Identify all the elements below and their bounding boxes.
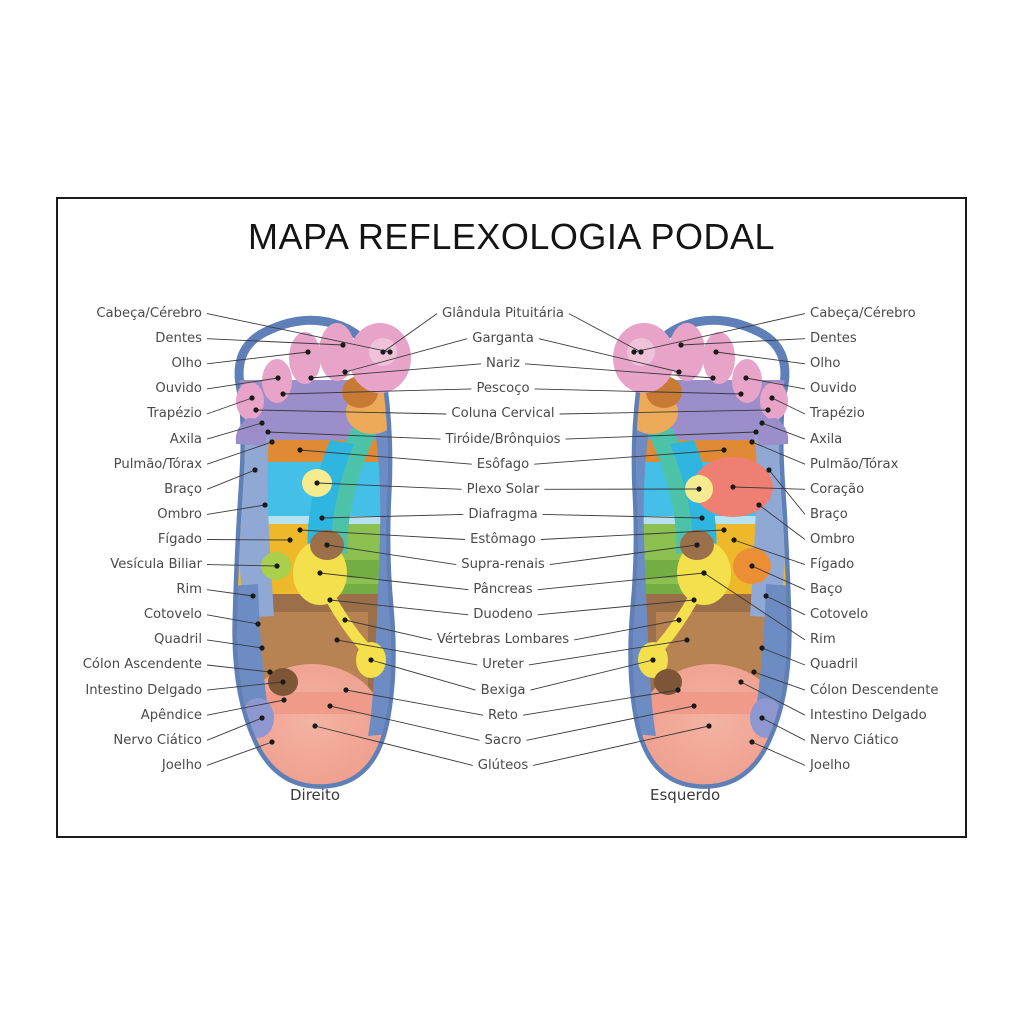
reflex-label: Braço — [810, 506, 848, 522]
reflex-label: Coração — [810, 481, 865, 497]
reflex-label: Intestino Delgado — [85, 682, 202, 698]
reflex-label: Quadril — [810, 657, 858, 673]
reflex-label: Reto — [488, 707, 518, 723]
reflex-label: Glândula Pituitária — [442, 306, 564, 321]
reflex-label: Glúteos — [477, 757, 529, 773]
reflex-label: Pulmão/Tórax — [113, 456, 202, 472]
reflex-label: Nervo Ciático — [810, 732, 899, 748]
reflex-label: Quadril — [154, 632, 202, 648]
reflex-label: Tiróide/Brônquios — [445, 431, 561, 447]
reflex-label: Pulmão/Tórax — [810, 456, 899, 472]
reflex-label: Vértebras Lombares — [436, 632, 570, 648]
reflex-label: Ombro — [810, 531, 855, 547]
right-foot-caption: Esquerdo — [650, 786, 721, 804]
reflex-label: Supra-renais — [461, 557, 545, 572]
reflex-label: Axila — [810, 431, 843, 447]
reflex-label: Olho — [171, 356, 202, 372]
reflex-label: Plexo Solar — [466, 481, 540, 497]
reflex-label: Ombro — [157, 506, 202, 522]
reflex-label: Fígado — [157, 531, 202, 547]
reflex-label: Dentes — [155, 331, 202, 347]
reflex-label: Vesícula Biliar — [110, 557, 202, 572]
reflex-label: Esôfago — [476, 456, 530, 472]
reflex-label: Cotovelo — [143, 607, 202, 623]
reflex-label: Joelho — [161, 757, 202, 773]
reflex-label: Braço — [164, 481, 202, 497]
reflex-label: Estômago — [470, 531, 536, 547]
reflex-label: Joelho — [810, 757, 851, 773]
reflex-label: Sacro — [484, 732, 522, 748]
reflex-label: Apêndice — [140, 707, 202, 723]
reflex-label: Ouvido — [810, 381, 857, 397]
reflex-label: Pâncreas — [473, 582, 533, 598]
reflex-label: Diafragma — [468, 506, 538, 522]
reflex-label: Dentes — [810, 331, 857, 347]
reflex-label: Cabeça/Cérebro — [96, 306, 202, 321]
reflex-label: Fígado — [810, 557, 855, 572]
reflex-label: Axila — [169, 431, 202, 447]
left-foot-caption: Direito — [290, 786, 341, 804]
reflex-label: Ouvido — [155, 381, 202, 397]
reflex-label: Garganta — [472, 331, 534, 347]
reflex-label: Cabeça/Cérebro — [810, 306, 916, 321]
reflex-label: Pescoço — [476, 381, 530, 397]
reflex-label: Duodeno — [473, 607, 533, 623]
reflex-label: Trapézio — [810, 406, 865, 422]
reflex-label: Trapézio — [147, 406, 202, 422]
reflex-label: Coluna Cervical — [451, 406, 555, 422]
reflex-label: Ureter — [482, 657, 524, 673]
reflex-label: Baço — [810, 582, 843, 598]
reflex-label: Nariz — [486, 356, 520, 372]
reflex-label: Cólon Ascendente — [82, 657, 202, 673]
reflex-label: Olho — [810, 356, 841, 372]
reflex-label: Nervo Ciático — [113, 732, 202, 748]
page-title: MAPA REFLEXOLOGIA PODAL — [247, 216, 775, 257]
reflex-label: Bexiga — [480, 682, 526, 698]
reflex-label: Cólon Descendente — [810, 682, 939, 698]
reflex-label: Rim — [176, 582, 202, 598]
reflex-label: Rim — [810, 632, 836, 648]
reflex-label: Intestino Delgado — [810, 707, 927, 723]
reflex-label: Cotovelo — [810, 607, 869, 623]
